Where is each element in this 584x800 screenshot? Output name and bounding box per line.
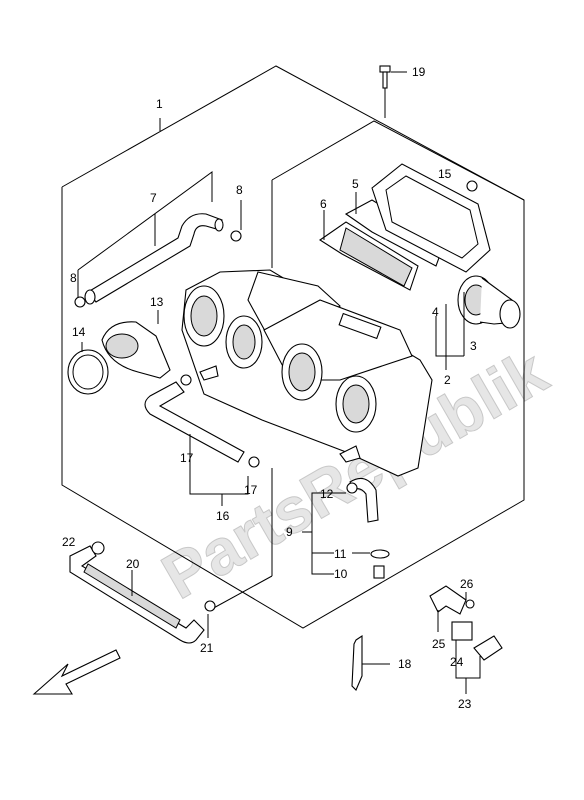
callout-15: 15 [438, 167, 452, 181]
front-direction-arrow [32, 649, 121, 695]
callout-8-left: 8 [70, 271, 77, 285]
callout-5: 5 [352, 177, 359, 191]
clip-8-top [230, 230, 242, 242]
callout-17-right: 17 [244, 483, 258, 497]
callout-9: 9 [286, 525, 293, 539]
callout-21: 21 [200, 641, 214, 655]
callout-19: 19 [412, 65, 426, 79]
clip-8-left [74, 296, 86, 308]
drain-plug-assembly-9 [346, 477, 390, 579]
callout-7: 7 [150, 191, 157, 205]
callout-11: 11 [334, 547, 347, 561]
callout-24: 24 [450, 655, 464, 669]
cover-top [371, 163, 491, 273]
cushion-24 [451, 621, 473, 641]
drain-hose-16 [144, 374, 260, 468]
callout-18: 18 [398, 657, 412, 671]
callout-2: 2 [444, 373, 451, 387]
callout-4: 4 [432, 305, 439, 319]
callout-14: 14 [72, 325, 86, 339]
callout-6: 6 [320, 197, 327, 211]
callout-22: 22 [62, 535, 76, 549]
callout-26: 26 [460, 577, 474, 591]
filter-element-6 [319, 210, 419, 291]
duct-13 [101, 310, 171, 379]
callout-8-top: 8 [236, 183, 243, 197]
connector-23 [473, 635, 503, 661]
callout-1: 1 [156, 97, 163, 111]
callout-3: 3 [470, 339, 477, 353]
inner-boundary-line [271, 120, 525, 201]
callout-13: 13 [150, 295, 164, 309]
bolt-19 [379, 65, 407, 118]
strap-18 [351, 634, 390, 691]
callout-23: 23 [458, 697, 472, 711]
intake-duct-3 [457, 275, 521, 329]
callout-20: 20 [126, 557, 140, 571]
callout-10: 10 [334, 567, 348, 581]
assembly-boundary-line [61, 65, 525, 629]
clamp-14 [67, 342, 109, 395]
callout-16: 16 [216, 509, 230, 523]
air-cleaner-case [181, 269, 433, 477]
callout-17-left: 17 [180, 451, 194, 465]
callout-25: 25 [432, 637, 446, 651]
callout-12: 12 [320, 487, 334, 501]
breather-hose-7 [84, 213, 224, 305]
